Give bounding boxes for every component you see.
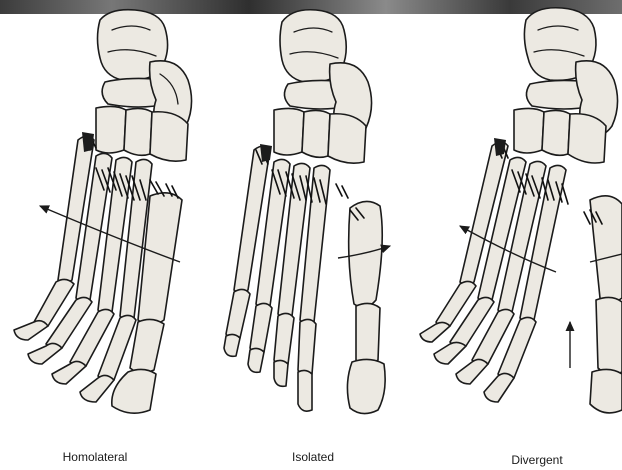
divergent-foot — [420, 8, 622, 413]
panel-label-homolateral: Homolateral — [20, 450, 170, 464]
homolateral-foot — [14, 10, 192, 413]
panel-label-divergent: Divergent — [462, 453, 612, 467]
panel-label-isolated: Isolated — [238, 450, 388, 464]
isolated-foot — [224, 10, 390, 414]
